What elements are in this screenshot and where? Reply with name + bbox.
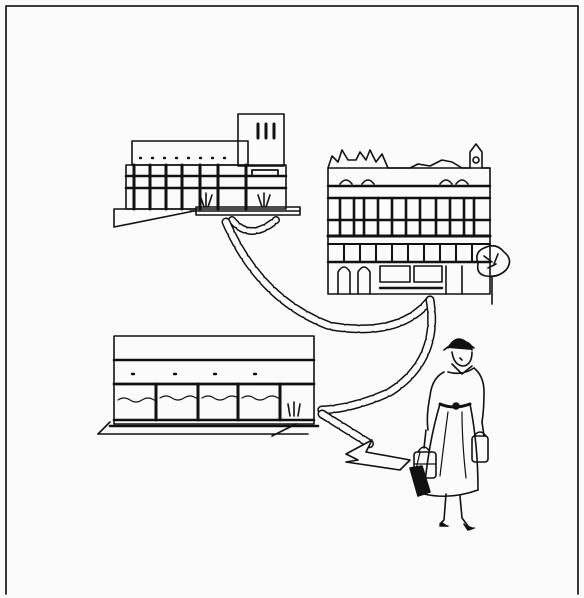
tree-icon xyxy=(477,246,510,304)
shopper-woman-icon xyxy=(410,339,488,530)
storefront-icon xyxy=(98,336,318,436)
victorian-building-icon xyxy=(328,144,510,304)
lightning-arrow-icon xyxy=(346,440,410,470)
modern-building-icon xyxy=(114,114,300,227)
film-strip-path-icon xyxy=(226,220,432,444)
